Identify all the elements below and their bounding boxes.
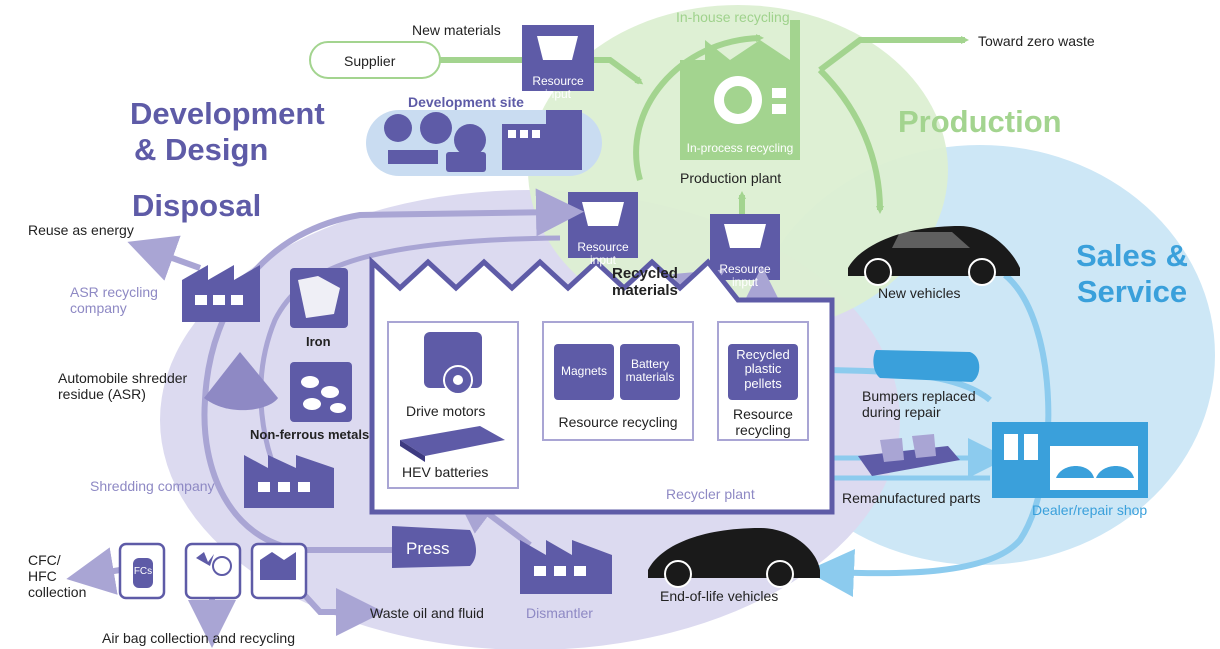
in-house-recycling-label: In-house recycling (676, 9, 790, 25)
dismantler-label: Dismantler (526, 605, 593, 621)
dealer-shop-icon (992, 422, 1148, 498)
magnets-box (554, 344, 614, 400)
new-vehicles-label: New vehicles (878, 285, 961, 301)
resource-recycling-2-label: Resource recycling (733, 406, 793, 439)
asr-recycling-company-label: ASR recycling company (70, 284, 158, 317)
airbag-icon (184, 542, 242, 600)
shredding-factory-icon (244, 455, 334, 508)
drive-motor-icon (424, 332, 482, 395)
production-plant-label: Production plant (680, 170, 782, 186)
disposal-heading: Disposal (132, 188, 262, 223)
cfc-arrow (66, 547, 121, 595)
development-design-heading: Development & Design (130, 96, 325, 167)
resource-input-label-right: Resource input (719, 262, 771, 290)
asr-factory-icon (182, 265, 260, 322)
resource-recycling-label: Resource recycling (558, 414, 678, 430)
supplier-label: Supplier (344, 53, 396, 69)
remanufactured-parts-label: Remanufactured parts (842, 490, 981, 506)
press-label: Press (406, 539, 450, 558)
battery-materials-box (620, 344, 680, 400)
hev-battery-icon (400, 426, 505, 462)
drive-motors-box (387, 321, 519, 489)
end-of-life-vehicle-icon (648, 528, 820, 588)
fcs-label: FCs (133, 566, 153, 577)
battery-materials-label: Battery materials (625, 357, 675, 385)
resource-input-label-mid: Resource input (577, 240, 629, 268)
reuse-as-energy-label: Reuse as energy (28, 222, 134, 238)
resource-input-icon-top (522, 25, 594, 91)
end-of-life-vehicles-label: End-of-life vehicles (660, 588, 779, 604)
asr-residue-icon (204, 352, 278, 411)
in-house-loop-arrow-right (817, 67, 884, 214)
supplier-flow-arrow (440, 57, 644, 85)
plastic-pellets-box (728, 344, 798, 400)
recycler-plant-label: Recycler plant (666, 486, 755, 502)
disposal-inner-loop-arrow (258, 235, 561, 502)
press-icon (392, 526, 476, 568)
toward-zero-waste-label: Toward zero waste (978, 33, 1095, 49)
sales-loop-arrow (806, 272, 1052, 598)
development-parts-icon (384, 112, 486, 172)
production-heading: Production (898, 104, 1062, 139)
asr-label: Automobile shredder residue (ASR) (58, 370, 188, 403)
supplier-box (309, 41, 441, 79)
non-ferrous-metals-label: Non-ferrous metals (250, 427, 370, 442)
non-ferrous-icon (290, 362, 352, 422)
waste-oil-label: Waste oil and fluid (370, 605, 484, 621)
disposal-loop-arrow (201, 188, 584, 553)
magnets-label: Magnets (560, 364, 608, 378)
in-process-recycling-label: In-process recycling (686, 141, 794, 155)
dismantler-factory-icon (520, 540, 612, 594)
shredding-company-label: Shredding company (90, 478, 215, 494)
hev-batteries-label: HEV batteries (402, 464, 489, 480)
iron-icon (290, 268, 348, 328)
sales-service-heading: Sales & Service (1076, 238, 1189, 309)
resource-input-label-top: Resource input (532, 74, 584, 102)
recycled-plastic-pellets-label: Recycled plastic pellets (736, 347, 790, 391)
waste-oil-arrow (297, 587, 384, 636)
iron-label: Iron (306, 334, 331, 349)
remanufactured-parts-icon (858, 434, 960, 476)
dealer-repair-shop-label: Dealer/repair shop (1032, 502, 1148, 518)
zero-waste-arrow (818, 36, 969, 73)
new-materials-label: New materials (412, 22, 501, 38)
drive-motors-label: Drive motors (406, 403, 486, 419)
air-bag-collection-label: Air bag collection and recycling (102, 630, 295, 646)
reuse-energy-arrow (127, 235, 202, 281)
bumpers-replaced-label: Bumpers replaced during repair (862, 388, 976, 421)
recycled-materials-label: Recycled materials (612, 265, 678, 300)
in-house-loop-arrow-left (633, 34, 764, 181)
development-site-label: Development site (408, 94, 524, 110)
new-vehicle-icon (848, 226, 1020, 286)
development-building-icon (502, 110, 582, 170)
bumper-icon (873, 350, 980, 382)
cfc-hfc-collection-label: CFC/ HFC collection (28, 552, 87, 601)
